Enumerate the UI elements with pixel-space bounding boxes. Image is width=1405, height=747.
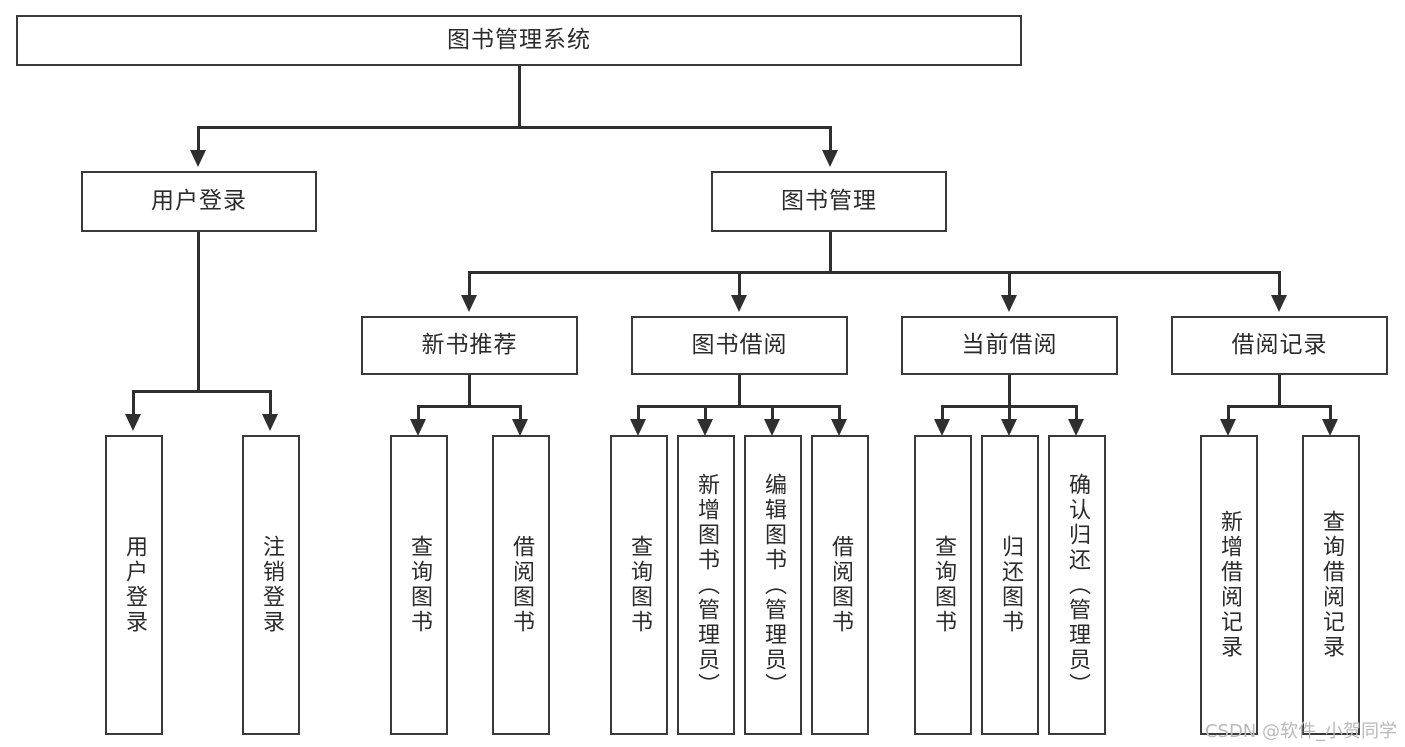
node-label: 借阅图书 <box>827 535 853 635</box>
connector-drop-current-borrow <box>1008 271 1011 297</box>
arrow-book-borrow-leaf-3 <box>831 419 847 436</box>
arrow-new-book-leaf-1 <box>512 419 528 436</box>
connector-drop-user-login <box>197 126 200 152</box>
node-user-login[interactable]: 用户登录 <box>81 171 317 232</box>
node-label: 借阅记录 <box>1231 331 1328 358</box>
leaf-book-borrow-3[interactable]: 借阅图书 <box>811 435 869 735</box>
arrow-current-borrow-leaf-0 <box>934 419 950 436</box>
node-label: 用户登录 <box>121 535 147 635</box>
arrow-current-borrow <box>1001 295 1017 312</box>
node-label: 查询借阅记录 <box>1318 510 1344 660</box>
node-label: 新书推荐 <box>421 331 518 358</box>
connector-current-borrow-stem <box>1008 375 1011 408</box>
arrow-book-manage <box>822 150 838 167</box>
node-label: 借阅图书 <box>508 535 534 635</box>
arrow-user-login <box>190 150 206 167</box>
leaf-book-borrow-1[interactable]: 新增图书（管理员） <box>677 435 735 735</box>
node-label: 新增图书（管理员） <box>693 472 719 698</box>
connector-drop-current-borrow-leaf-0 <box>941 405 944 426</box>
arrow-user-login-leaf-1 <box>262 414 278 431</box>
connector-drop-book-borrow <box>738 271 741 297</box>
node-label: 用户登录 <box>151 187 247 214</box>
arrow-borrow-record <box>1271 295 1287 312</box>
node-root-system[interactable]: 图书管理系统 <box>16 15 1022 66</box>
connector-level2-bus <box>197 126 832 129</box>
node-label: 查询图书 <box>406 535 432 635</box>
connector-level3-bus <box>468 271 1280 274</box>
connector-root-stem <box>518 66 521 127</box>
arrow-borrow-record-leaf-1 <box>1322 419 1338 436</box>
leaf-borrow-record-1[interactable]: 查询借阅记录 <box>1302 435 1360 735</box>
connector-book-manage-stem <box>829 232 832 274</box>
connector-drop-user-login-leaf-1 <box>269 390 272 416</box>
leaf-user-login-1[interactable]: 注销登录 <box>242 435 300 735</box>
connector-drop-current-borrow-leaf-1 <box>1008 405 1011 426</box>
node-label: 注销登录 <box>258 535 284 635</box>
connector-drop-user-login-leaf-0 <box>132 390 135 416</box>
arrow-book-borrow-leaf-2 <box>764 419 780 436</box>
node-book-borrow[interactable]: 图书借阅 <box>631 316 848 375</box>
connector-drop-new-book-leaf-1 <box>519 405 522 426</box>
node-label: 图书管理系统 <box>447 26 591 53</box>
connector-drop-new-book-leaf-0 <box>417 405 420 426</box>
connector-drop-borrow-record-leaf-1 <box>1329 405 1332 426</box>
connector-drop-current-borrow-leaf-2 <box>1075 405 1078 426</box>
connector-drop-book-borrow-leaf-0 <box>637 405 640 426</box>
node-label: 查询图书 <box>626 535 652 635</box>
connector-new-book-stem <box>468 375 471 408</box>
node-label: 图书管理 <box>781 187 877 214</box>
connector-book-borrow-bus <box>637 405 841 408</box>
node-new-book-recommend[interactable]: 新书推荐 <box>361 316 578 375</box>
connector-user-login-stem <box>197 232 200 392</box>
arrow-new-book-leaf-0 <box>410 419 426 436</box>
connector-drop-book-borrow-leaf-2 <box>771 405 774 426</box>
node-borrow-record[interactable]: 借阅记录 <box>1171 316 1388 375</box>
leaf-current-borrow-0[interactable]: 查询图书 <box>914 435 972 735</box>
node-label: 确认归还（管理员） <box>1064 472 1090 698</box>
arrow-new-book <box>461 295 477 312</box>
leaf-user-login-0[interactable]: 用户登录 <box>105 435 163 735</box>
node-label: 编辑图书（管理员） <box>760 472 786 698</box>
leaf-new-book-0[interactable]: 查询图书 <box>390 435 448 735</box>
node-label: 图书借阅 <box>691 331 788 358</box>
connector-borrow-record-bus <box>1227 405 1332 408</box>
arrow-book-borrow <box>731 295 747 312</box>
node-current-borrow[interactable]: 当前借阅 <box>901 316 1118 375</box>
connector-drop-new-book <box>468 271 471 297</box>
leaf-new-book-1[interactable]: 借阅图书 <box>492 435 550 735</box>
leaf-borrow-record-0[interactable]: 新增借阅记录 <box>1200 435 1258 735</box>
connector-borrow-record-stem <box>1278 375 1281 408</box>
connector-drop-book-borrow-leaf-3 <box>838 405 841 426</box>
connector-book-borrow-stem <box>738 375 741 408</box>
connector-drop-borrow-record <box>1278 271 1281 297</box>
leaf-current-borrow-2[interactable]: 确认归还（管理员） <box>1048 435 1106 735</box>
arrow-book-borrow-leaf-1 <box>697 419 713 436</box>
leaf-book-borrow-2[interactable]: 编辑图书（管理员） <box>744 435 802 735</box>
arrow-book-borrow-leaf-0 <box>630 419 646 436</box>
node-label: 归还图书 <box>997 535 1023 635</box>
node-label: 当前借阅 <box>961 331 1058 358</box>
connector-new-book-bus <box>417 405 522 408</box>
node-label: 查询图书 <box>930 535 956 635</box>
arrow-current-borrow-leaf-2 <box>1068 419 1084 436</box>
connector-drop-borrow-record-leaf-0 <box>1227 405 1230 426</box>
leaf-current-borrow-1[interactable]: 归还图书 <box>981 435 1039 735</box>
arrow-current-borrow-leaf-1 <box>1001 419 1017 436</box>
arrow-user-login-leaf-0 <box>125 414 141 431</box>
connector-user-login-bus <box>132 390 269 393</box>
connector-drop-book-borrow-leaf-1 <box>704 405 707 426</box>
leaf-book-borrow-0[interactable]: 查询图书 <box>610 435 668 735</box>
node-label: 新增借阅记录 <box>1216 510 1242 660</box>
arrow-borrow-record-leaf-0 <box>1220 419 1236 436</box>
connector-drop-book-manage <box>829 126 832 152</box>
node-book-management[interactable]: 图书管理 <box>711 171 947 232</box>
